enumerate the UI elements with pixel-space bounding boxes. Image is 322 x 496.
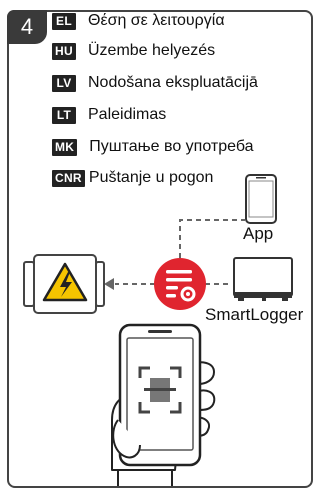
lang-text: Nodošana ekspluatācijā [88,74,258,91]
step-frame [7,10,313,488]
smartlogger-label: SmartLogger [205,305,304,324]
lang-text: Üzembe helyezés [88,42,216,59]
lang-code: EL [52,12,76,30]
lang-text: Θέση σε λειτουργία [88,12,225,29]
lang-code: LT [52,106,76,124]
lang-text: Puštanje u pogon [88,169,214,186]
arrow-head [104,278,114,290]
lang-text: Paleidimas [88,106,167,123]
settings-list-icon [154,258,206,310]
smartlogger-device-icon [233,257,293,301]
qr-scan-icon [111,323,216,486]
lang-text: Пуштање во употреба [89,138,254,155]
lang-code: HU [52,42,76,60]
lang-row-hu: HU Üzembe helyezés [52,40,215,62]
lang-row-mk: MK Пуштање во употреба [52,136,254,158]
lang-row-lv: LV Nodošana ekspluatācijā [52,72,258,94]
lang-code: CNR [52,169,85,187]
lang-row-el: EL Θέση σε λειτουργία [52,10,225,32]
smartphone-icon [245,174,277,224]
high-voltage-warning-icon [23,254,105,314]
lang-row-cnr: CNR Puštanje u pogon [52,167,213,189]
lang-code: LV [52,74,76,92]
step-number-badge: 4 [7,10,47,44]
connector-lines [115,219,245,285]
lang-row-lt: LT Paleidimas [52,104,166,126]
app-label: App [243,224,274,243]
lang-code: MK [52,138,78,156]
